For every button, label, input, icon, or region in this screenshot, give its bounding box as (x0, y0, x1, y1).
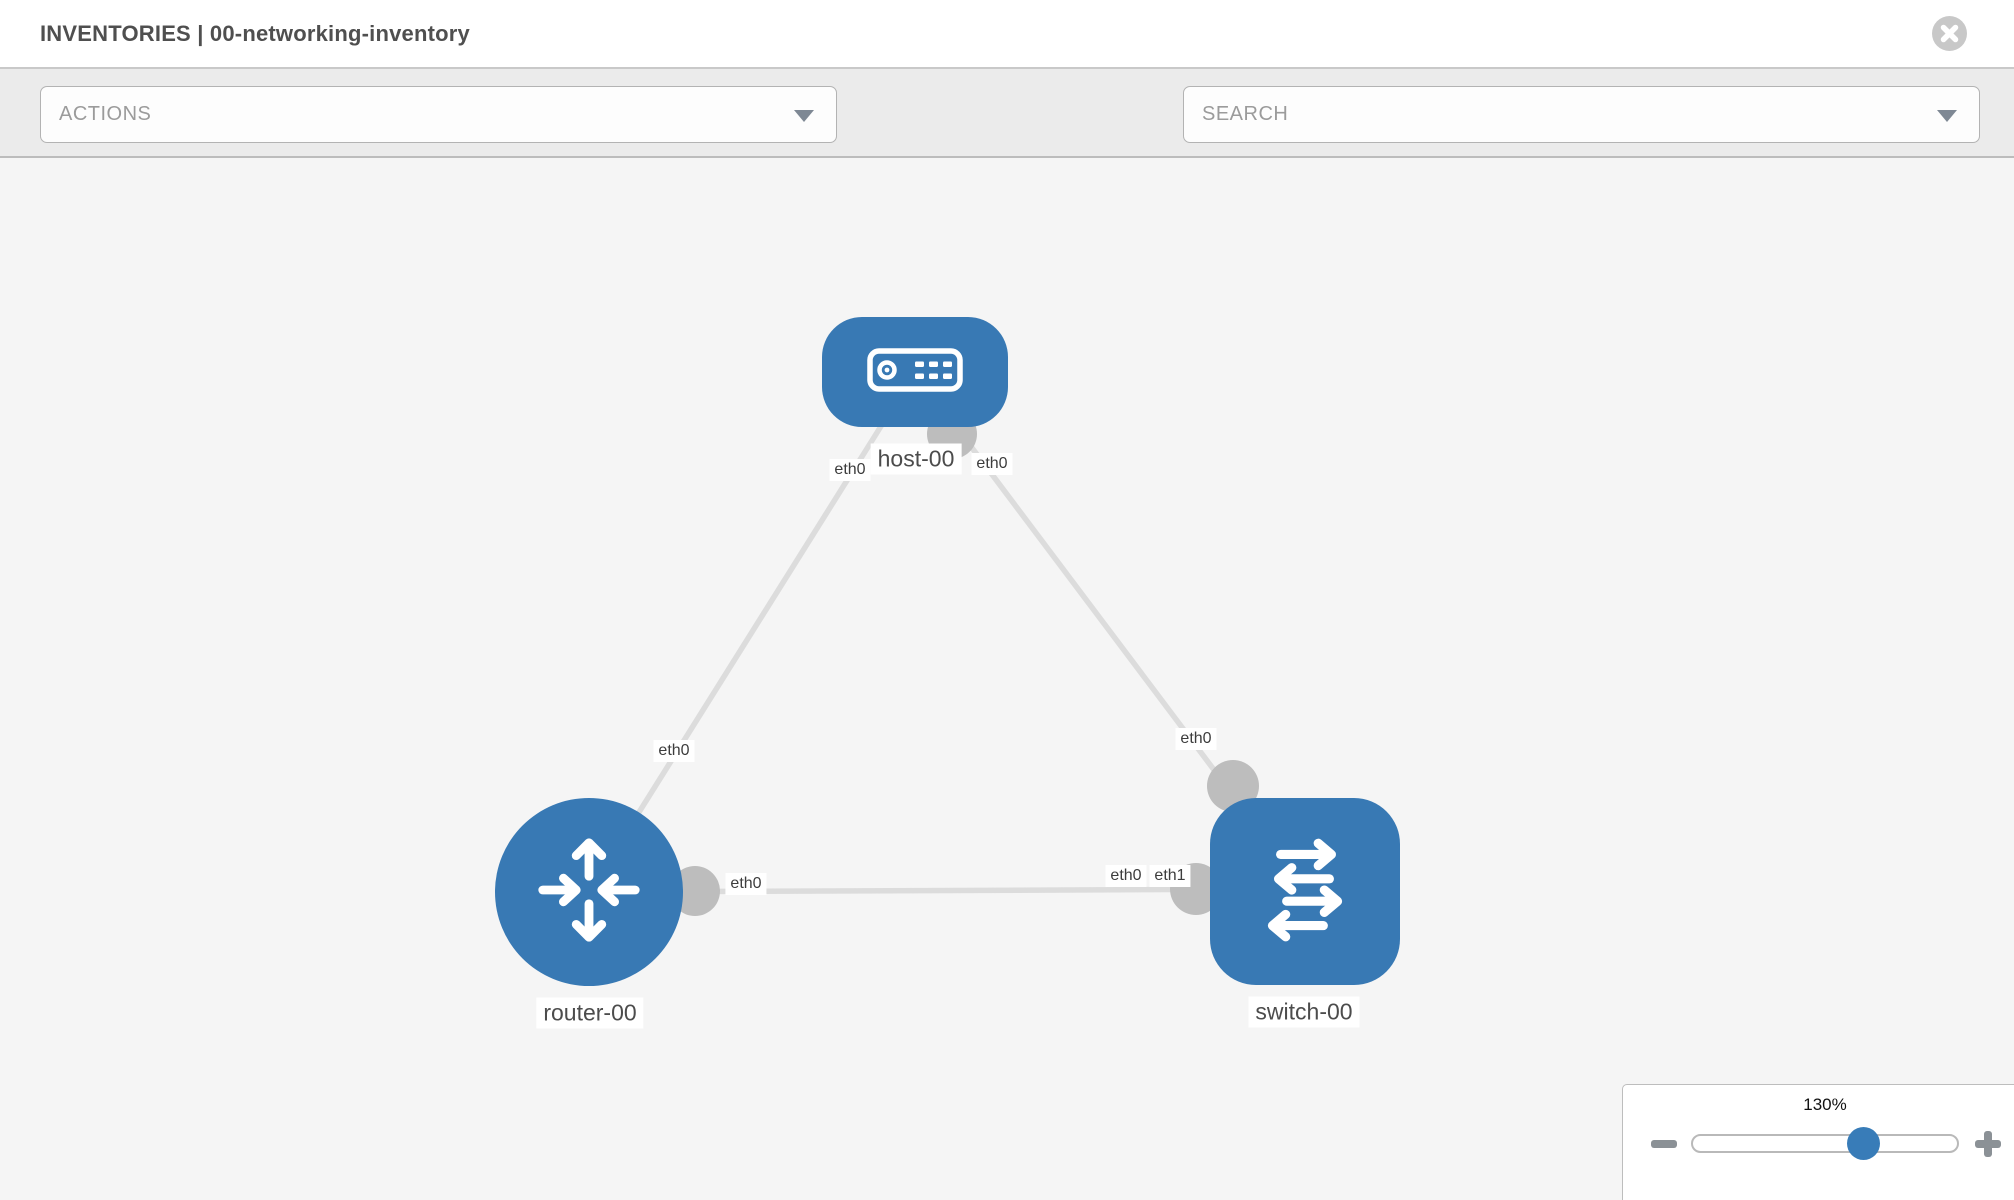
zoom-control-panel: 130% (1622, 1084, 2014, 1200)
interface-label: eth0 (725, 873, 767, 895)
close-button[interactable] (1932, 16, 1967, 51)
minus-icon (1651, 1140, 1677, 1148)
actions-dropdown-label: ACTIONS (59, 103, 152, 125)
interface-label: eth0 (1105, 865, 1147, 887)
chevron-down-icon (1937, 110, 1957, 122)
node-switch[interactable] (1210, 798, 1400, 985)
zoom-out-button[interactable] (1647, 1132, 1681, 1156)
node-host[interactable] (822, 317, 1008, 427)
host-icon (867, 347, 963, 397)
link-host-router[interactable] (586, 370, 918, 894)
chevron-down-icon (794, 110, 814, 122)
zoom-in-button[interactable] (1971, 1123, 2005, 1165)
zoom-slider-track[interactable] (1691, 1134, 1959, 1153)
interface-label: eth1 (1149, 865, 1191, 887)
node-label-host: host-00 (870, 443, 962, 475)
toolbar: ACTIONS (0, 69, 2014, 199)
actions-dropdown[interactable]: ACTIONS (40, 86, 837, 143)
interface-label: eth0 (971, 453, 1013, 475)
header: INVENTORIES | 00-networking-inventory (0, 0, 2014, 69)
node-label-router: router-00 (536, 997, 644, 1029)
switch-icon (1244, 828, 1366, 955)
zoom-slider-thumb[interactable] (1847, 1127, 1880, 1160)
interface-label: eth0 (829, 459, 871, 481)
port-router-right (670, 866, 720, 916)
page-title: INVENTORIES | 00-networking-inventory (40, 21, 470, 46)
interface-label: eth0 (1175, 728, 1217, 750)
topology-canvas[interactable]: eth0 eth0 eth0 eth0 eth0 eth0 eth1 host-… (0, 158, 2014, 1200)
node-label-switch: switch-00 (1248, 996, 1360, 1028)
router-icon (530, 831, 648, 954)
plus-icon (1984, 1131, 1992, 1157)
search-box[interactable] (1183, 86, 1980, 143)
topology-edges (586, 370, 1308, 916)
interface-label: eth0 (653, 740, 695, 762)
node-router[interactable] (495, 798, 683, 986)
search-input[interactable] (1184, 87, 1979, 142)
zoom-level: 130% (1803, 1095, 1847, 1114)
